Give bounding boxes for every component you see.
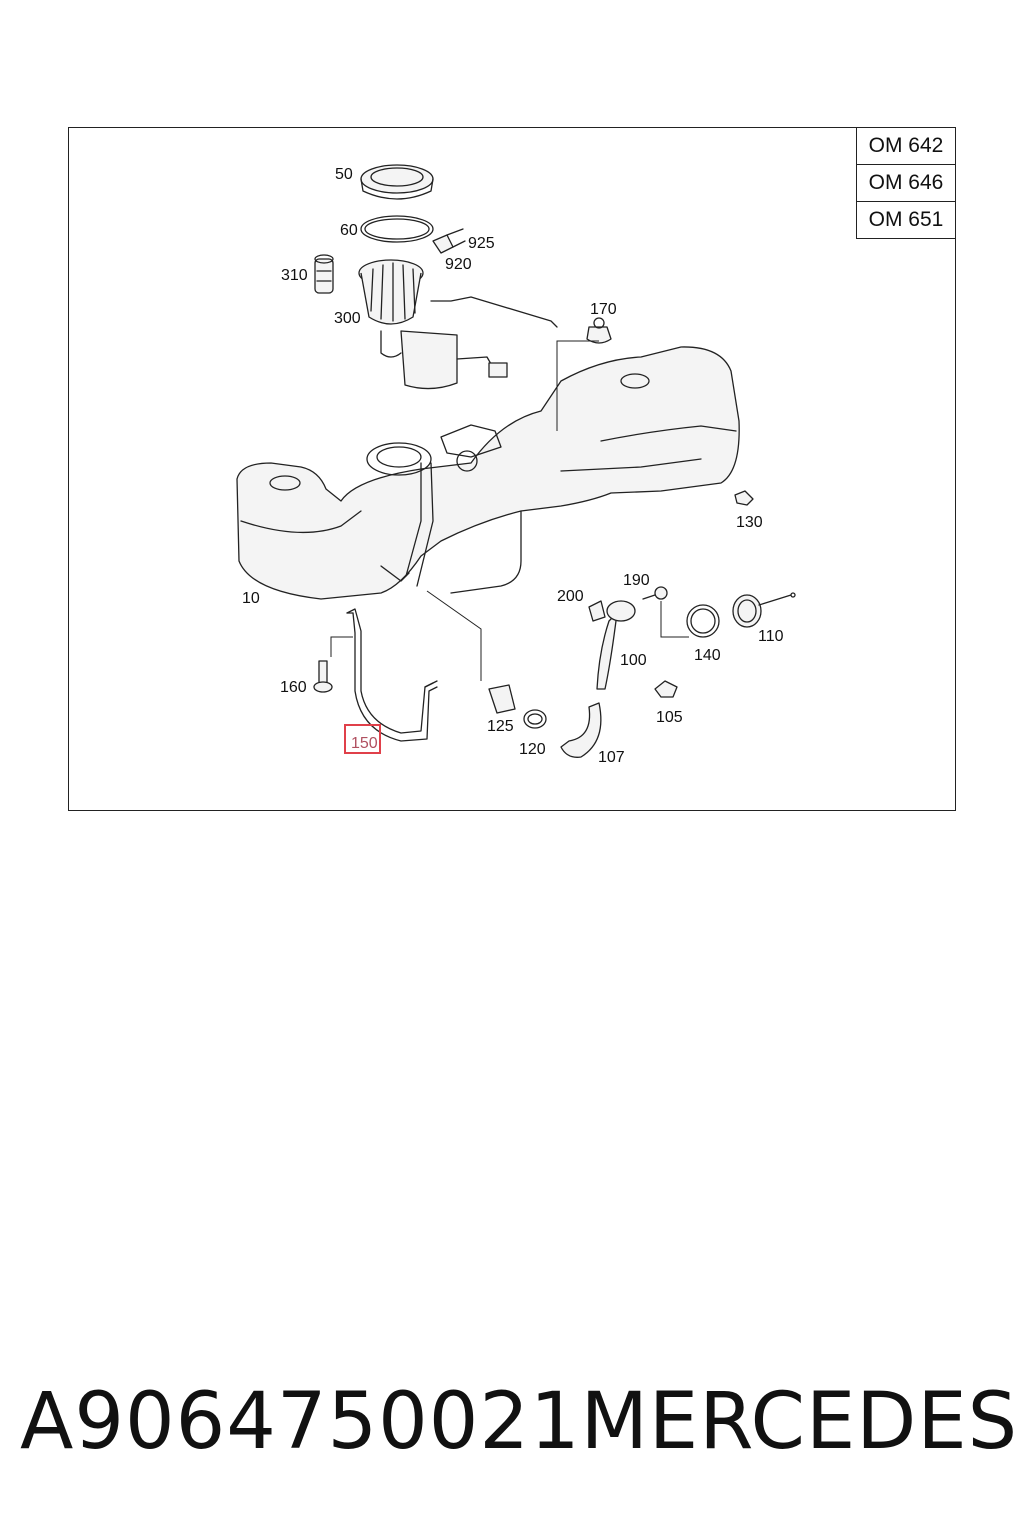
hose-part[interactable] (560, 702, 602, 758)
seal-ring-part[interactable] (360, 215, 434, 243)
callout-50[interactable]: 50 (335, 166, 353, 183)
callout-925[interactable]: 925 (468, 235, 495, 252)
callout-300[interactable]: 300 (334, 310, 361, 327)
callout-107[interactable]: 107 (598, 749, 625, 766)
clip-part[interactable] (734, 490, 754, 506)
callout-60[interactable]: 60 (340, 222, 358, 239)
parts-diagram-frame: 10 50 60 300 92 (68, 127, 956, 811)
ring-nut-part[interactable] (360, 164, 434, 200)
callout-105[interactable]: 105 (656, 709, 683, 726)
tank-strap-part[interactable] (346, 608, 438, 742)
callout-310[interactable]: 310 (281, 267, 308, 284)
engine-variant-1: OM 642 (856, 127, 956, 165)
ring-part[interactable] (686, 604, 720, 638)
connector-plug-part[interactable] (432, 228, 466, 254)
callout-200[interactable]: 200 (557, 588, 584, 605)
callout-110[interactable]: 110 (758, 628, 784, 645)
part-number: A9064750021 (20, 1377, 581, 1467)
callout-10[interactable]: 10 (242, 590, 260, 607)
vent-valve-part[interactable] (586, 317, 612, 344)
engine-variant-3: OM 651 (856, 201, 956, 239)
fuel-pump-sender-part[interactable] (358, 259, 558, 390)
mounting-bolt-part[interactable] (313, 660, 333, 693)
brand-name: MERCEDES (580, 1377, 1019, 1467)
engine-variant-table: OM 642 OM 646 OM 651 (856, 127, 956, 239)
callout-120[interactable]: 120 (519, 741, 546, 758)
fuel-tank-exploded-diagram: 10 50 60 300 92 (236, 164, 796, 766)
callout-125[interactable]: 125 (487, 718, 514, 735)
sensor-part[interactable] (314, 254, 334, 294)
filler-cap-part[interactable] (732, 592, 796, 628)
callout-130[interactable]: 130 (736, 514, 763, 531)
engine-variant-2: OM 646 (856, 164, 956, 202)
callout-140[interactable]: 140 (694, 647, 721, 664)
callout-160[interactable]: 160 (280, 679, 307, 696)
bracket-part[interactable] (588, 600, 606, 622)
filler-neck-part[interactable] (596, 600, 636, 690)
part-caption: A9064750021 MERCEDES (20, 1372, 1017, 1472)
hose-clamp-part[interactable] (523, 709, 547, 729)
callout-100[interactable]: 100 (620, 652, 647, 669)
sleeve-part[interactable] (488, 684, 516, 714)
retaining-clip-part[interactable] (654, 680, 678, 698)
bolt-part[interactable] (642, 586, 668, 600)
callout-190[interactable]: 190 (623, 572, 650, 589)
highlight-box-150 (344, 724, 381, 754)
callout-150[interactable]: 150 (351, 735, 378, 752)
callout-920[interactable]: 920 (445, 256, 472, 273)
fuel-tank-part[interactable] (236, 346, 740, 600)
callout-170[interactable]: 170 (590, 301, 617, 318)
